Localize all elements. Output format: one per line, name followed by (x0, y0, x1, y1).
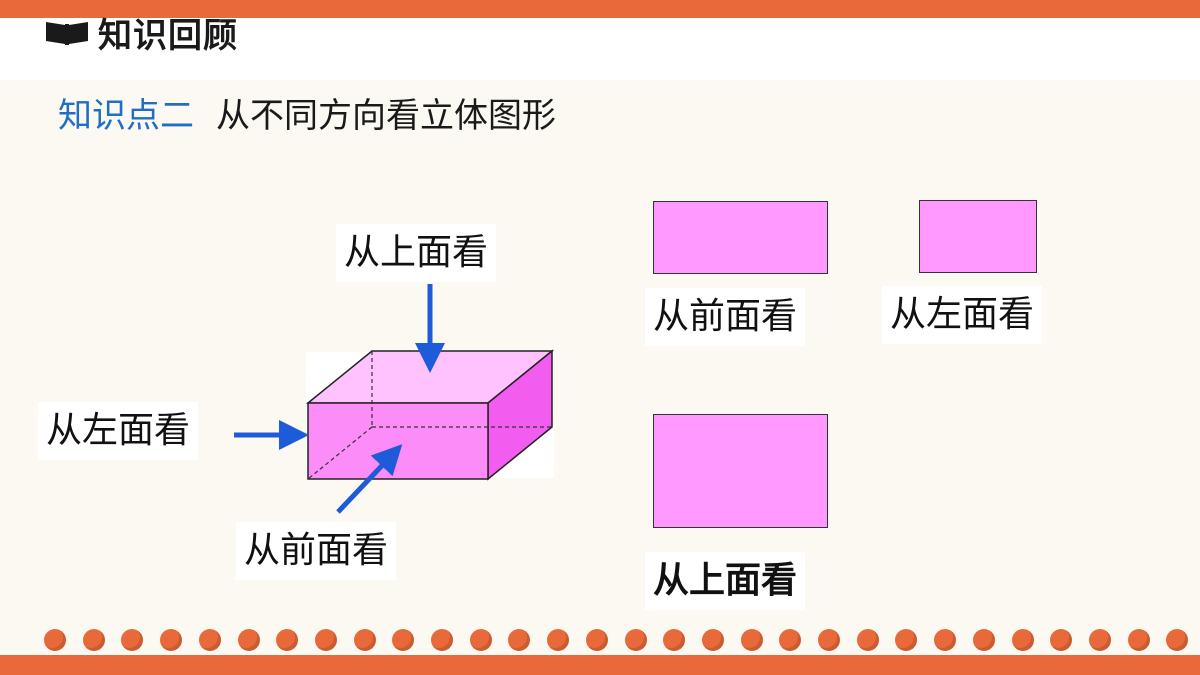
border-dot (585, 629, 608, 651)
border-dot (276, 629, 299, 651)
border-dot (314, 629, 337, 651)
border-dot (1050, 629, 1073, 651)
top-view-label: 从上面看 (645, 552, 806, 610)
left-view-rect (919, 200, 1037, 273)
border-dot (1088, 629, 1111, 651)
border-dot (1127, 629, 1150, 651)
border-dot (856, 629, 879, 651)
front-view-rect (653, 201, 828, 274)
border-dot (740, 629, 763, 651)
dot-border (0, 626, 1200, 656)
header-bar: 知识回顾 (0, 16, 1200, 80)
border-dot (121, 629, 144, 651)
border-dot (701, 629, 724, 651)
header-title: 知识回顾 (98, 16, 238, 56)
border-dot (547, 629, 570, 651)
border-dot (237, 629, 260, 651)
border-dot (818, 629, 840, 651)
section-heading: 知识点二从不同方向看立体图形 (58, 94, 556, 138)
section-title: 从不同方向看立体图形 (216, 96, 556, 136)
border-dot (624, 629, 647, 651)
border-dot (198, 629, 221, 651)
border-dot (160, 629, 183, 651)
label-top-view: 从上面看 (336, 224, 497, 282)
border-dot (431, 629, 453, 651)
label-front-view: 从前面看 (236, 522, 397, 580)
border-dot (779, 629, 802, 651)
border-dot (508, 629, 531, 651)
cuboid-figure (234, 284, 555, 514)
border-dot (1011, 629, 1034, 651)
front-view-label: 从前面看 (645, 288, 806, 346)
border-dot (1166, 629, 1189, 651)
bottom-border-band (0, 655, 1200, 675)
border-dot (663, 629, 686, 651)
border-dot (934, 629, 957, 651)
cuboid-front-face (307, 402, 489, 480)
slide-page: 知识回顾 知识点二从不同方向看立体图形 从上面看 从左面看 从前面看 从前面看 … (0, 16, 1200, 656)
border-dot (972, 629, 995, 651)
arrow-from-front (336, 444, 403, 514)
border-dot (82, 629, 105, 651)
book-icon (46, 22, 88, 45)
section-number: 知识点二 (58, 96, 194, 136)
border-dot (44, 629, 66, 651)
border-dot (353, 629, 376, 651)
label-left-view: 从左面看 (38, 402, 199, 460)
border-dot (392, 629, 415, 651)
border-dot (895, 629, 918, 651)
top-border-band (0, 0, 1200, 18)
top-view-rect (653, 414, 828, 528)
border-dot (469, 629, 492, 651)
left-view-label: 从左面看 (882, 286, 1043, 344)
